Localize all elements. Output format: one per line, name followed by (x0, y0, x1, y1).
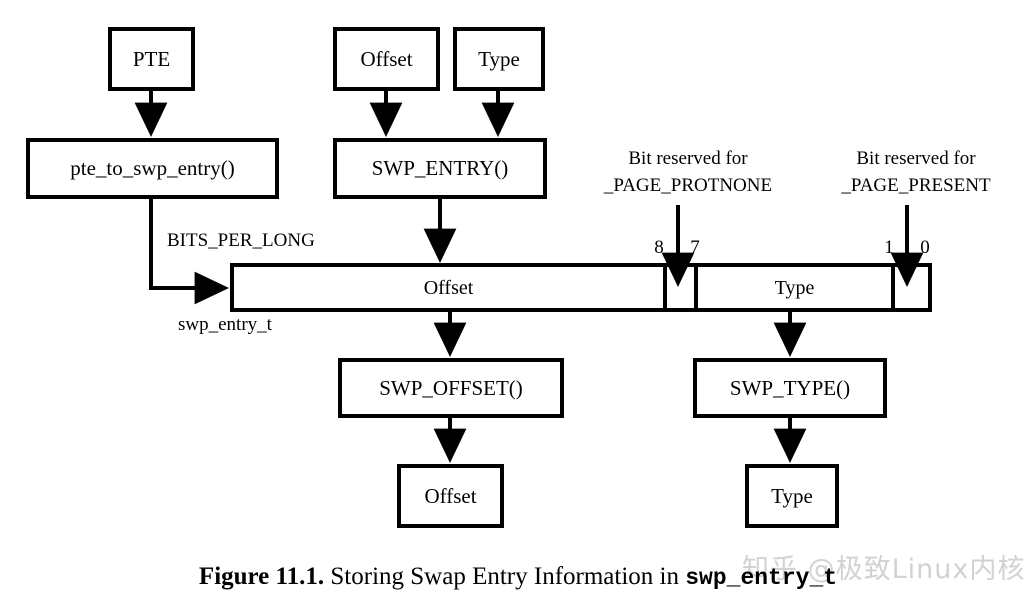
annotation-present-line2: _PAGE_PRESENT (841, 175, 991, 196)
figure-number: Figure 11.1. (198, 563, 325, 590)
figure-caption-code: swp_entry_t (685, 565, 838, 591)
figure-caption: Figure 11.1. Storing Swap Entry Informat… (0, 563, 1036, 591)
label-bit-1: 1 (884, 237, 894, 258)
figure-caption-text: Storing Swap Entry Information in (330, 563, 679, 590)
label-box-type-top: Type (478, 47, 520, 71)
label-box-swp-type: SWP_TYPE() (729, 376, 851, 400)
label-bit-0: 0 (920, 237, 930, 258)
annotation-protnone-line2: _PAGE_PROTNONE (603, 175, 773, 196)
label-bit-7: 7 (690, 237, 700, 258)
label-bits-per-long: BITS_PER_LONG (167, 230, 315, 251)
label-box-pte-to-swp-entry: pte_to_swp_entry() (70, 156, 235, 180)
annotation-protnone-line1: Bit reserved for (628, 148, 748, 169)
label-box-type-bottom: Type (771, 484, 813, 508)
annotation-present-line1: Bit reserved for (856, 148, 976, 169)
label-box-swp-offset: SWP_OFFSET() (379, 376, 523, 400)
label-bitbar-type-field: Type (774, 277, 815, 299)
watermark-text: 知乎 @极致Linux内核 (742, 554, 1026, 585)
label-box-pte: PTE (132, 47, 171, 71)
label-bitbar-offset-field: Offset (423, 277, 474, 299)
label-box-offset-top: Offset (360, 47, 413, 71)
label-box-offset-bottom: Offset (424, 484, 477, 508)
label-swp-entry-t: swp_entry_t (178, 314, 272, 335)
label-box-swp-entry: SWP_ENTRY() (371, 156, 509, 180)
label-bit-8: 8 (654, 237, 664, 258)
